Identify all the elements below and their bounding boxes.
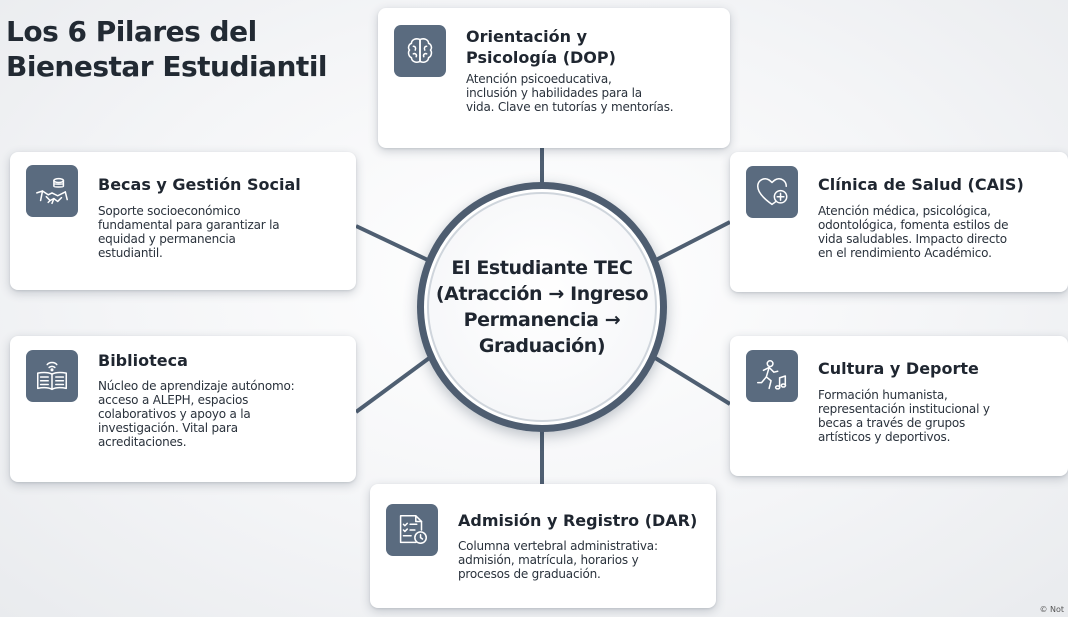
pillar-title: Cultura y Deporte [818, 359, 979, 378]
hub-text-line-3: Permanencia → [463, 309, 621, 331]
desc-line: Núcleo de aprendizaje autónomo: [98, 379, 295, 393]
hub-text-line-4: Graduación) [478, 335, 606, 357]
connector-cultura [650, 354, 732, 406]
pillar-card-cais: Clínica de Salud (CAIS) Atención médica,… [730, 152, 1068, 292]
desc-line: vida saludables. Impacto directo [818, 232, 1007, 246]
pillar-card-dar: Admisión y Registro (DAR) Columna verteb… [370, 484, 716, 608]
pillar-card-dop: Orientación y Psicología (DOP) Atención … [378, 8, 730, 148]
desc-line: en el rendimiento Académico. [818, 246, 992, 260]
desc-line: artísticos y deportivos. [818, 430, 951, 444]
pillar-title: Biblioteca [98, 351, 188, 370]
desc-line: colaborativos y apoyo a la [98, 407, 251, 421]
page-title: Los 6 Pilares del Bienestar Estudiantil [6, 14, 366, 84]
desc-line: investigación. Vital para [98, 421, 238, 435]
connector-biblioteca [354, 354, 434, 414]
document-clock-icon [386, 504, 438, 556]
desc-line: Soporte socioeconómico [98, 204, 241, 218]
pillar-title-line-2: Psicología (DOP) [466, 48, 616, 67]
heart-medical-icon [746, 166, 798, 218]
brain-icon [394, 25, 446, 77]
central-hub-circle: El Estudiante TEC (Atracción → Ingreso P… [417, 182, 667, 432]
pillar-title: Clínica de Salud (CAIS) [818, 175, 1024, 194]
runner-music-icon [746, 350, 798, 402]
book-wifi-icon [26, 350, 78, 402]
page-title-line-2: Bienestar Estudiantil [6, 50, 328, 83]
pillar-title: Orientación y Psicología (DOP) [466, 26, 720, 68]
desc-line: estudiantil. [98, 246, 163, 260]
pillar-description: Formación humanista, representación inst… [818, 388, 1060, 444]
desc-line: procesos de graduación. [458, 567, 601, 581]
desc-line: becas a través de grupos [818, 416, 966, 430]
pillar-description: Columna vertebral administrativa: admisi… [458, 539, 708, 581]
pillar-card-becas: Becas y Gestión Social Soporte socioecon… [10, 152, 356, 290]
desc-line: Atención médica, psicológica, [818, 204, 991, 218]
desc-line: fundamental para garantizar la [98, 218, 280, 232]
pillar-card-cultura: Cultura y Deporte Formación humanista, r… [730, 336, 1068, 476]
pillar-card-biblioteca: Biblioteca Núcleo de aprendizaje autónom… [10, 336, 356, 482]
desc-line: equidad y permanencia [98, 232, 236, 246]
desc-line: representación institucional y [818, 402, 990, 416]
pillar-title: Becas y Gestión Social [98, 175, 301, 194]
desc-line: odontológica, fomenta estilos de [818, 218, 1009, 232]
pillar-title: Admisión y Registro (DAR) [458, 511, 698, 530]
desc-line: Formación humanista, [818, 388, 948, 402]
handshake-coins-icon [26, 165, 78, 217]
desc-line: acreditaciones. [98, 435, 187, 449]
desc-line: Atención psicoeducativa, [466, 72, 612, 86]
pillar-description: Núcleo de aprendizaje autónomo: acceso a… [98, 379, 348, 449]
pillar-title-line-1: Orientación y [466, 27, 588, 46]
pillar-description: Atención médica, psicológica, odontológi… [818, 204, 1060, 260]
desc-line: vida. Clave en tutorías y mentorías. [466, 100, 674, 114]
pillar-description: Soporte socioeconómico fundamental para … [98, 204, 348, 260]
page-title-line-1: Los 6 Pilares del [6, 15, 257, 48]
connector-cais [651, 220, 731, 264]
hub-text-line-1: El Estudiante TEC [451, 257, 633, 279]
watermark: © Not [1039, 605, 1064, 614]
connector-becas [355, 224, 433, 264]
desc-line: Columna vertebral administrativa: [458, 539, 658, 553]
desc-line: inclusión y habilidades para la [466, 86, 642, 100]
pillar-description: Atención psicoeducativa, inclusión y hab… [466, 72, 722, 114]
desc-line: acceso a ALEPH, espacios [98, 393, 249, 407]
hub-text-line-2: (Atracción → Ingreso [435, 283, 649, 305]
desc-line: admisión, matrícula, horarios y [458, 553, 639, 567]
